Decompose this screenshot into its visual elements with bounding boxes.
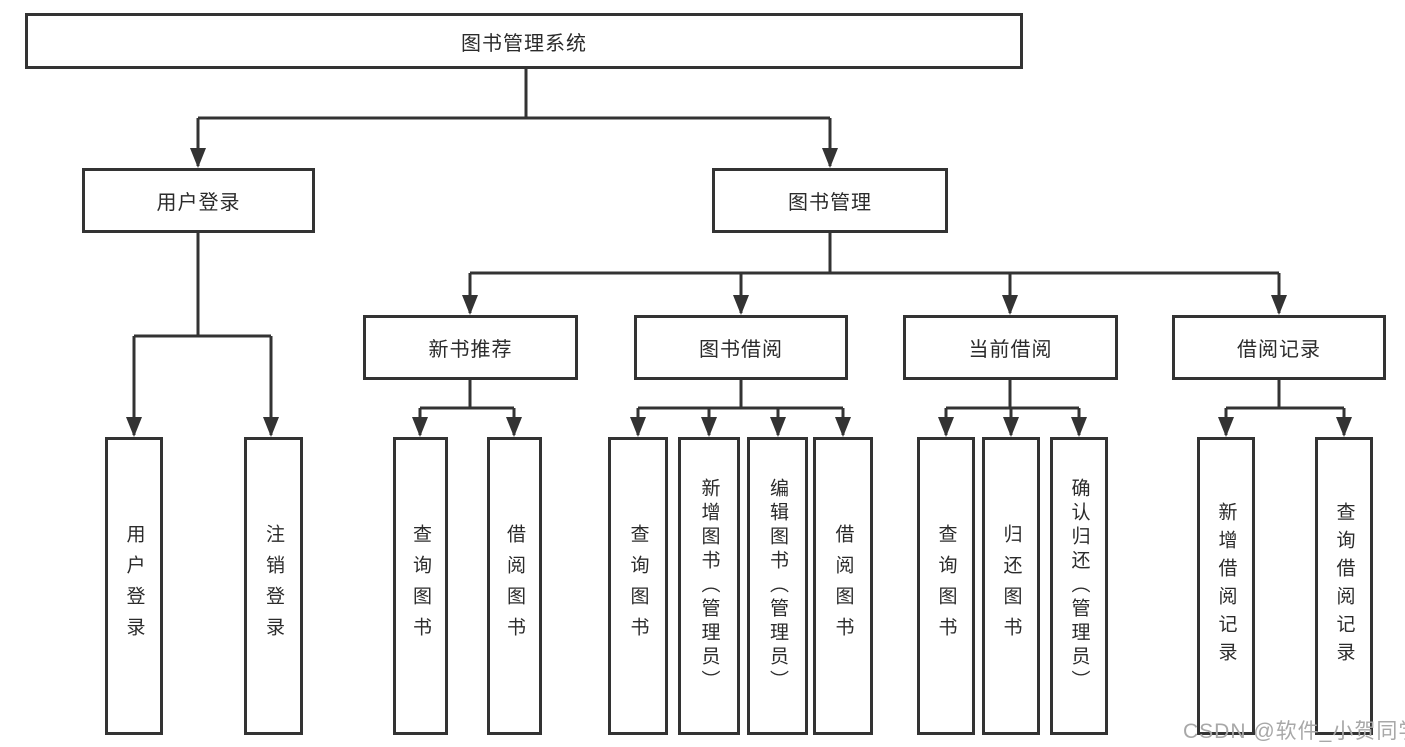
node-root: 图书管理系统 — [25, 13, 1023, 69]
leaf-query-books-2: 查询图书 — [608, 437, 668, 735]
leaf-label: 新增图书（管理员） — [698, 478, 720, 694]
leaf-label: 新增借阅记录 — [1215, 502, 1237, 670]
leaf-label: 借阅图书 — [504, 524, 525, 648]
leaf-label: 注销登录 — [263, 524, 284, 648]
node-borrowing-records: 借阅记录 — [1172, 315, 1386, 380]
leaf-label: 借阅图书 — [832, 524, 854, 648]
leaf-label: 查询图书 — [935, 524, 957, 648]
leaf-label: 用户登录 — [123, 524, 145, 648]
leaf-edit-book-admin: 编辑图书（管理员） — [747, 437, 808, 735]
leaf-borrow-books-2: 借阅图书 — [813, 437, 873, 735]
node-current-borrowing: 当前借阅 — [903, 315, 1118, 380]
leaf-add-borrow-record: 新增借阅记录 — [1197, 437, 1255, 735]
leaf-label: 查询借阅记录 — [1333, 502, 1355, 670]
leaf-user-login: 用户登录 — [105, 437, 163, 735]
watermark-text: CSDN @软件_小贺同学 — [1183, 720, 1405, 743]
node-book-management: 图书管理 — [712, 168, 948, 233]
leaf-borrow-books-1: 借阅图书 — [487, 437, 542, 735]
leaf-query-borrow-record: 查询借阅记录 — [1315, 437, 1373, 735]
leaf-add-book-admin: 新增图书（管理员） — [678, 437, 740, 735]
leaf-label: 编辑图书（管理员） — [767, 478, 788, 694]
node-user-login: 用户登录 — [82, 168, 315, 233]
node-new-book-recommend: 新书推荐 — [363, 315, 578, 380]
tree-trunk-lines — [134, 69, 1344, 410]
leaf-confirm-return-admin: 确认归还（管理员） — [1050, 437, 1108, 735]
leaf-label: 查询图书 — [627, 524, 649, 648]
node-book-borrowing: 图书借阅 — [634, 315, 848, 380]
leaf-query-books-1: 查询图书 — [393, 437, 448, 735]
leaf-logout: 注销登录 — [244, 437, 303, 735]
leaf-label: 查询图书 — [410, 524, 431, 648]
leaf-return-books: 归还图书 — [982, 437, 1040, 735]
leaf-label: 归还图书 — [1000, 524, 1022, 648]
leaf-label: 确认归还（管理员） — [1068, 478, 1090, 694]
leaf-query-books-3: 查询图书 — [917, 437, 975, 735]
